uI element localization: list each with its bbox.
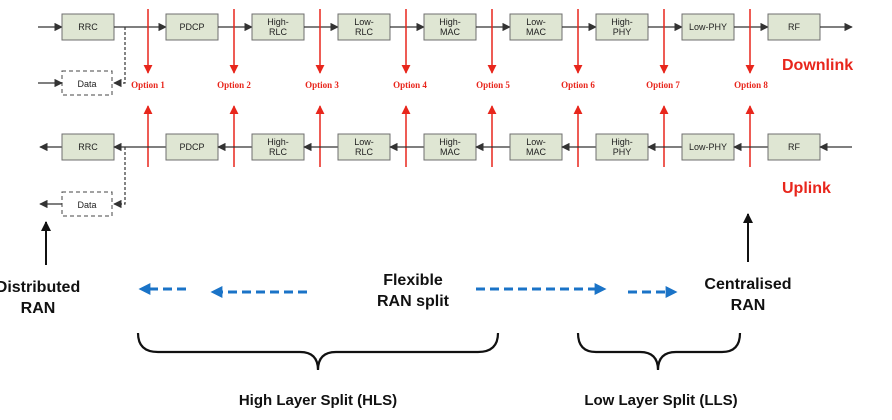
centralised-ran-label-1: Centralised [704, 276, 791, 293]
uplink-block-high-phy [595, 133, 649, 161]
option-3-label: Option 3 [305, 80, 339, 90]
downlink-block-label: PHY [613, 27, 632, 37]
downlink-block-label: High- [267, 17, 289, 27]
uplink-block-low-phy [681, 133, 735, 161]
uplink-block-label: RLC [355, 147, 374, 157]
downlink-data-label: Data [77, 79, 96, 89]
option-7-label: Option 7 [646, 80, 680, 90]
downlink-block-label: Low- [526, 17, 546, 27]
option-5-label: Option 5 [476, 80, 510, 90]
downlink-label: Downlink [782, 57, 853, 74]
uplink-data-path: Data [39, 147, 126, 217]
uplink-block-label: PDCP [179, 142, 204, 152]
flexible-split-label-1: Flexible [383, 272, 443, 289]
downlink-block-label: High- [611, 17, 633, 27]
downlink-block-low-mac [509, 13, 563, 41]
option-8-label: Option 8 [734, 80, 768, 90]
lls-label: Low Layer Split (LLS) [584, 392, 737, 409]
uplink-block-low-rlc [337, 133, 391, 161]
downlink-block-high-mac [423, 13, 477, 41]
option-2-label: Option 2 [217, 80, 251, 90]
downlink-block-label: RLC [269, 27, 288, 37]
uplink-block-label: RLC [269, 147, 288, 157]
uplink-block-rf [767, 133, 821, 161]
uplink-data-branch [113, 147, 126, 209]
uplink-block-label: Low-PHY [689, 142, 727, 152]
uplink-label: Uplink [782, 180, 831, 197]
option-4-label: Option 4 [393, 80, 427, 90]
uplink-block-label: PHY [613, 147, 632, 157]
split-options: Option 1 Option 2 Option 3 Option 4 Option 5… [131, 9, 768, 167]
downlink-data-path: Data [38, 27, 126, 96]
downlink-block-label: MAC [440, 27, 461, 37]
uplink-block-label: RF [788, 142, 800, 152]
hls-brace [136, 332, 500, 371]
uplink-block-high-mac [423, 133, 477, 161]
downlink-block-label: RF [788, 22, 800, 32]
uplink-block-pdcp [165, 133, 219, 161]
distributed-ran-label-1: Distributed [0, 279, 80, 296]
downlink-data-branch [113, 27, 126, 88]
downlink-block-label: PDCP [179, 22, 204, 32]
downlink-block-label: MAC [526, 27, 547, 37]
option-1-label: Option 1 [131, 80, 165, 90]
option-6-label: Option 6 [561, 80, 595, 90]
distributed-ran-label-2: RAN [21, 300, 56, 317]
hls-label: High Layer Split (HLS) [239, 392, 397, 409]
downlink-block-rf [767, 13, 821, 41]
downlink-block-high-rlc [251, 13, 305, 41]
uplink-block-high-rlc [251, 133, 305, 161]
uplink-block-label: High- [439, 137, 461, 147]
uplink-block-label: High- [611, 137, 633, 147]
uplink-block-label: High- [267, 137, 289, 147]
downlink-block-label: RLC [355, 27, 374, 37]
downlink-block-label: RRC [78, 22, 98, 32]
downlink-block-low-phy [681, 13, 735, 41]
downlink-block-low-rlc [337, 13, 391, 41]
downlink-block-label: Low- [354, 17, 374, 27]
uplink-data-box [61, 191, 113, 217]
centralised-ran-label-2: RAN [731, 297, 766, 314]
uplink-block-label: Low- [526, 137, 546, 147]
uplink-block-label: MAC [440, 147, 461, 157]
flexible-split-label-2: RAN split [377, 293, 450, 310]
uplink-block-label: RRC [78, 142, 98, 152]
downlink-block-label: Low-PHY [689, 22, 727, 32]
uplink-data-label: Data [77, 200, 96, 210]
downlink-block-label: High- [439, 17, 461, 27]
uplink-block-label: MAC [526, 147, 547, 157]
lls-brace [576, 332, 742, 371]
uplink-block-label: Low- [354, 137, 374, 147]
